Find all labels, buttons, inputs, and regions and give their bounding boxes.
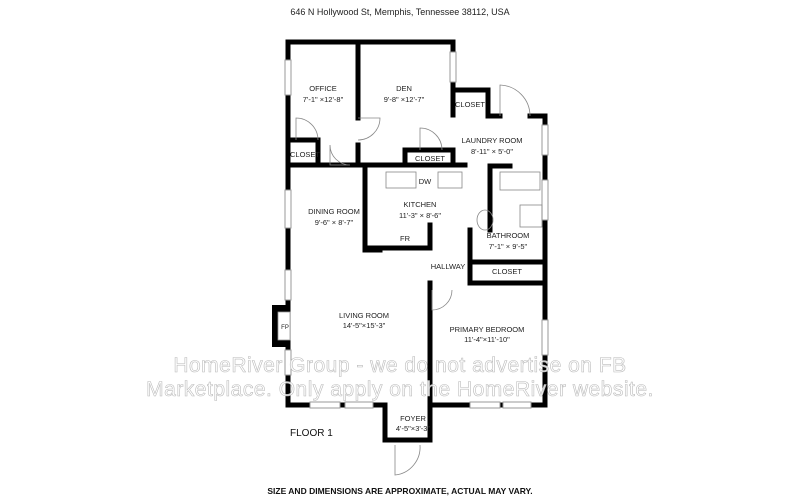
watermark-line-1: HomeRiver Group - we do not advertise on… [173, 354, 627, 378]
office-dims: 7'-1" ×12'-8" [303, 95, 344, 104]
closet-label: CLOSET [492, 267, 522, 276]
address-header: 646 N Hollywood St, Memphis, Tennessee 3… [290, 7, 510, 17]
primary-bedroom-label: PRIMARY BEDROOM [450, 325, 525, 334]
dining-dims: 9'-6" × 8'-7" [315, 218, 354, 227]
doors [295, 84, 543, 476]
bathtub [499, 171, 541, 191]
living-room-label: LIVING ROOM [339, 311, 389, 320]
den-dims: 9'-8" ×12'-7" [384, 95, 425, 104]
dishwasher-label: DW [419, 177, 432, 186]
laundry-dims: 8'-11" × 5'-0" [471, 147, 513, 156]
toilet [476, 209, 494, 231]
closet-label: CLOSET [455, 100, 485, 109]
bathroom-sink [519, 204, 543, 228]
sink [437, 171, 463, 189]
dining-label: DINING ROOM [308, 207, 360, 216]
hallway-label: HALLWAY [431, 262, 465, 271]
closet-label: CLOSET [415, 154, 445, 163]
watermark-line-2: Marketplace. Only apply on the HomeRiver… [146, 378, 654, 402]
fridge-label: FR [400, 234, 411, 243]
bathroom-dims: 7'-1" × 9'-5" [489, 242, 528, 251]
office-label: OFFICE [309, 84, 337, 93]
stove [385, 171, 417, 189]
primary-bedroom-dims: 11'-4"×11'-10" [464, 335, 510, 344]
closet-label: CLOSET [290, 150, 320, 159]
living-room-dims: 14'-5"×15'-3" [343, 321, 386, 330]
floor-label: FLOOR 1 [290, 428, 333, 439]
disclaimer-footer: SIZE AND DIMENSIONS ARE APPROXIMATE, ACT… [267, 486, 533, 496]
kitchen-label: KITCHEN [404, 200, 437, 209]
fireplace-label: FP [281, 325, 289, 331]
kitchen-dims: 11'-3" × 8'-6" [399, 211, 441, 220]
bathroom-label: BATHROOM [487, 231, 530, 240]
windows [284, 51, 549, 409]
foyer-label: FOYER [400, 414, 426, 423]
laundry-label: LAUNDRY ROOM [462, 136, 523, 145]
den-label: DEN [396, 84, 412, 93]
foyer-dims: 4'-5"×3'-3" [396, 424, 431, 433]
